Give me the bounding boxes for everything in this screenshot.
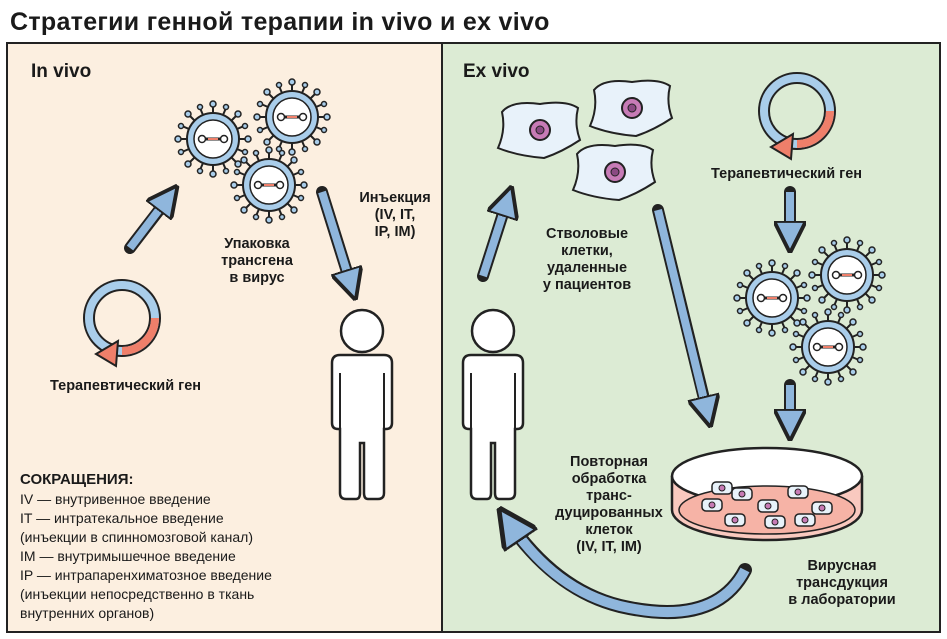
injection-label-line: (IV, IT, <box>374 207 416 223</box>
abbreviation-line: внутренних органов) <box>20 605 155 621</box>
reinfusion-label-line: (IV, IT, IM) <box>576 539 642 555</box>
packaging-label-line: трансгена <box>221 253 293 269</box>
transduction-label-line: в лаборатории <box>788 592 896 608</box>
abbreviation-line: IT — интратекальное введение <box>20 510 224 526</box>
injection-label: Инъекция (IV, IT, IP, IM) <box>352 190 438 241</box>
reinfusion-label-line: Повторная <box>570 454 648 470</box>
stem-cell-icon-1 <box>497 101 581 159</box>
in-vivo-heading: In vivo <box>31 61 92 82</box>
stem-cells-label: Стволовые клетки, удаленные у пациентов <box>522 226 652 294</box>
packaging-label: Упаковка трансгена в вирус <box>202 236 312 287</box>
ex-vivo-virus-icon-1 <box>732 258 812 338</box>
stem-cell-icon-2 <box>589 79 673 137</box>
in-vivo-gene-label: Терапевтический ген <box>50 378 202 394</box>
ex-vivo-gene-label: Терапевтический ген <box>711 166 863 182</box>
stem-cells-label-line: клетки, <box>561 243 613 259</box>
injection-label-line: IP, IM) <box>374 224 416 240</box>
reinfusion-label-line: обработка <box>571 471 647 487</box>
in-vivo-virus-icon-1 <box>173 99 253 179</box>
in-vivo-virus-icon-2 <box>252 77 332 157</box>
transduction-label-line: трансдукция <box>796 575 888 591</box>
ex-vivo-arrow-up-icon <box>477 198 508 282</box>
transduction-label-line: Вирусная <box>807 558 877 574</box>
in-vivo-plasmid-icon <box>89 285 155 366</box>
ex-vivo-person-icon <box>461 308 525 501</box>
abbreviation-line: IP — интрапаренхиматозное введение <box>20 567 272 583</box>
reinfusion-label: Повторная обработка транс- дуцированных … <box>544 454 674 556</box>
petri-dish-icon <box>670 446 864 542</box>
packaging-label-line: Упаковка <box>224 236 290 252</box>
stem-cells-label-line: удаленные <box>546 260 628 276</box>
injection-label-line: Инъекция <box>359 190 431 206</box>
reinfusion-label-line: транс- <box>586 488 632 504</box>
abbreviation-line: (инъекции в спинномозговой канал) <box>20 529 254 545</box>
ex-vivo-virus-icon-2 <box>807 235 887 315</box>
transduction-label: Вирусная трансдукция в лаборатории <box>772 558 912 609</box>
packaging-label-line: в вирус <box>229 270 285 286</box>
stem-cells-label-line: у пациентов <box>542 277 632 293</box>
ex-vivo-virus-icon-3 <box>788 307 868 387</box>
reinfusion-label-line: дуцированных <box>555 505 663 521</box>
stem-cells-label-line: Стволовые <box>545 226 629 242</box>
abbreviation-line: (инъекции непосредственно в ткань <box>20 586 255 602</box>
abbreviations-heading: СОКРАЩЕНИЯ: <box>20 471 134 488</box>
in-vivo-arrow-up-icon <box>124 196 170 254</box>
cells-to-dish-arrow-icon <box>652 204 708 415</box>
ex-vivo-heading: Ex vivo <box>463 61 530 82</box>
in-vivo-virus-icon-3 <box>229 145 309 225</box>
abbreviation-line: IV — внутривенное введение <box>20 491 211 507</box>
reinfusion-label-line: клеток <box>585 522 633 538</box>
in-vivo-person-icon <box>330 308 394 501</box>
ex-vivo-plasmid-icon <box>764 78 830 159</box>
stem-cell-icon-3 <box>572 143 656 201</box>
abbreviation-line: IM — внутримышечное введение <box>20 548 236 564</box>
reinfusion-arrow-icon <box>507 520 752 619</box>
injection-arrow-icon <box>316 186 352 288</box>
diagram-title: Стратегии генной терапии in vivo и ex vi… <box>10 8 550 36</box>
